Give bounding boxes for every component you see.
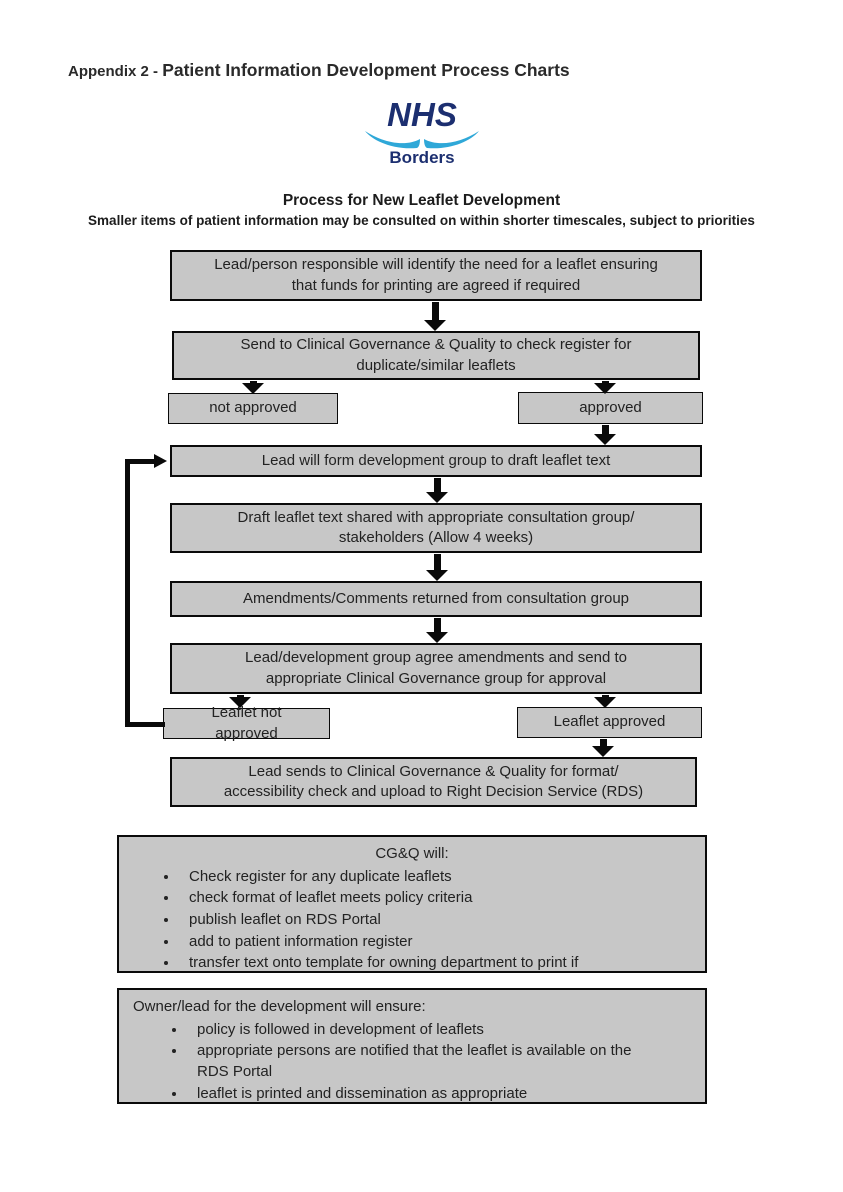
loop-line-top: [125, 459, 155, 464]
flow-step-leaflet-approved: Leaflet approved: [517, 707, 702, 738]
list-item: policy is followed in development of lea…: [187, 1020, 693, 1041]
flow-step-agree-amendments: Lead/development group agree amendments …: [170, 643, 702, 694]
logo-region-text: Borders: [389, 148, 454, 167]
info-box-cgq: CG&Q will: Check register for any duplic…: [117, 835, 707, 973]
arrow-down-icon: [424, 302, 446, 331]
info-box-cgq-list: Check register for any duplicate leaflet…: [131, 867, 693, 974]
flow-step-leaflet-not-approved: Leaflet not approved: [163, 704, 330, 742]
flow-step-format-check-upload: Lead sends to Clinical Governance & Qual…: [170, 757, 697, 807]
logo-org-text: NHS: [387, 97, 457, 133]
arrow-down-icon: [242, 381, 264, 394]
logo-wave-icon: [365, 131, 479, 149]
nhs-borders-logo-icon: NHS Borders: [365, 96, 479, 167]
list-item: transfer text onto template for owning d…: [179, 953, 693, 974]
page-title-prefix: Appendix 2 -: [68, 63, 163, 80]
flow-step-approved: approved: [518, 392, 703, 424]
info-box-owner-heading: Owner/lead for the development will ensu…: [133, 998, 426, 1015]
info-box-cgq-heading: CG&Q will:: [375, 845, 449, 862]
arrow-right-icon: [154, 454, 167, 468]
flow-step-send-to-cgq: Send to Clinical Governance & Quality to…: [172, 331, 700, 380]
loop-line-bottom: [125, 722, 165, 727]
nhs-borders-logo: NHS Borders: [362, 96, 482, 172]
list-item: appropriate persons are notified that th…: [187, 1041, 693, 1082]
chart-subtitle: Smaller items of patient information may…: [88, 213, 755, 228]
list-item: Check register for any duplicate leaflet…: [179, 867, 693, 888]
list-item: add to patient information register: [179, 932, 693, 953]
list-item: leaflet is printed and dissemination as …: [187, 1084, 693, 1105]
chart-title: Process for New Leaflet Development: [282, 192, 561, 209]
arrow-down-icon: [426, 554, 448, 581]
arrow-down-icon: [426, 478, 448, 503]
info-box-owner-list: policy is followed in development of lea…: [131, 1020, 693, 1105]
arrow-down-icon: [229, 695, 251, 708]
flow-step-identify-need: Lead/person responsible will identify th…: [170, 250, 702, 301]
loop-line-vertical: [125, 459, 130, 727]
arrow-down-icon: [426, 618, 448, 643]
list-item: publish leaflet on RDS Portal: [179, 910, 693, 931]
arrow-down-icon: [594, 381, 616, 394]
flow-step-amendments-returned: Amendments/Comments returned from consul…: [170, 581, 702, 617]
flow-step-draft-shared: Draft leaflet text shared with appropria…: [170, 503, 702, 553]
arrow-down-icon: [592, 739, 614, 757]
arrow-down-icon: [594, 695, 616, 708]
arrow-down-icon: [594, 425, 616, 445]
flow-step-not-approved: not approved: [168, 393, 338, 424]
list-item: check format of leaflet meets policy cri…: [179, 888, 693, 909]
info-box-owner: Owner/lead for the development will ensu…: [117, 988, 707, 1104]
page-title-main: Patient Information Development Process …: [162, 60, 570, 80]
page-title: Appendix 2 - Patient Information Develop…: [68, 60, 570, 81]
flow-step-form-development-group: Lead will form development group to draf…: [170, 445, 702, 477]
